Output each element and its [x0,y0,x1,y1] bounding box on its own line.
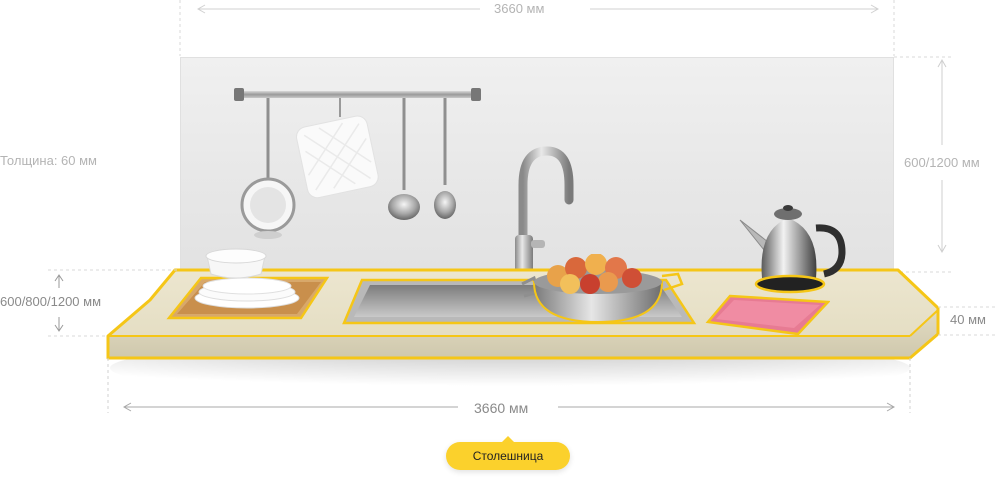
backsplash-height-label: 600/1200 мм [904,155,980,170]
edge-dimension [938,306,996,336]
kettle[interactable] [738,200,853,296]
bottom-width-dimension [107,358,911,413]
countertop-label-text: Столешница [472,449,544,463]
fruit-pot[interactable] [512,254,688,324]
top-width-label: 3660 мм [494,1,545,16]
thickness-label: Толщина: 60 мм [0,153,97,168]
depth-label: 600/800/1200 мм [0,294,102,309]
bottom-width-label: 3660 мм [474,400,529,416]
cutting-board[interactable] [165,242,335,322]
backsplash-height-dimension [894,56,954,273]
depth-dimension [48,269,178,337]
faucet[interactable] [505,145,585,280]
utensil-rail [234,88,481,239]
countertop-label-button[interactable]: Столешница [446,436,570,470]
top-width-dimension [179,0,895,56]
edge-label: 40 мм [950,312,986,327]
towel[interactable] [704,290,830,340]
